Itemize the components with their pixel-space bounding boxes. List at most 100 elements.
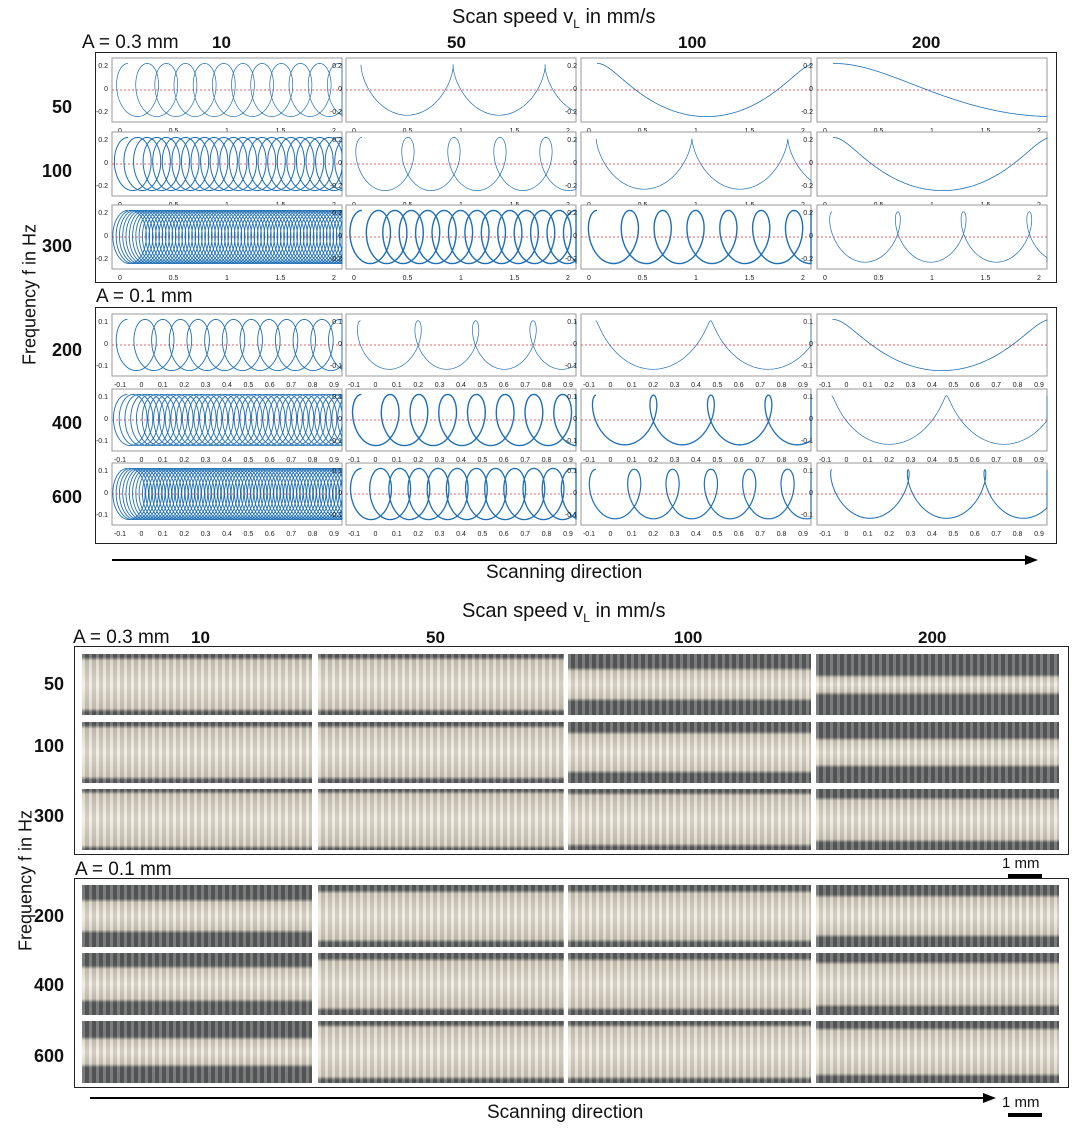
y-tick-label-6-1: 0 bbox=[573, 160, 577, 167]
x-tick-label-13-10: 0.9 bbox=[563, 382, 573, 389]
x-tick-label-14-3: 0.2 bbox=[648, 382, 658, 389]
x-tick-label-13-6: 0.5 bbox=[478, 382, 488, 389]
bottom-col-header-1: 10 bbox=[191, 628, 210, 647]
y-tick-label-9-1: 0 bbox=[338, 233, 342, 240]
weld-photo-17 bbox=[318, 953, 564, 1015]
weld-photo-4 bbox=[82, 722, 312, 783]
x-tick-label-17-4: 0.3 bbox=[435, 457, 445, 464]
y-tick-label-23-0: 0.1 bbox=[803, 468, 813, 475]
top-row-header-4: 200 bbox=[51, 340, 82, 360]
x-tick-label-12-5: 0.4 bbox=[222, 382, 232, 389]
trajectory-curve-18 bbox=[591, 394, 812, 446]
y-tick-label-19-2: -0.1 bbox=[801, 438, 813, 445]
bottom-col-header-3: 100 bbox=[674, 628, 703, 647]
y-tick-label-19-0: 0.1 bbox=[803, 394, 813, 401]
y-tick-label-12-2: -0.1 bbox=[96, 363, 108, 370]
y-tick-label-10-1: 0 bbox=[573, 233, 577, 240]
x-tick-label-13-3: 0.2 bbox=[413, 382, 423, 389]
x-tick-label-22-10: 0.9 bbox=[798, 531, 808, 538]
x-tick-label-23-0: -0.1 bbox=[819, 531, 831, 538]
x-tick-label-9-2: 1 bbox=[459, 275, 463, 282]
x-tick-label-20-2: 0.1 bbox=[158, 531, 168, 538]
trajectory-curve-21 bbox=[349, 467, 577, 521]
x-tick-label-22-3: 0.2 bbox=[648, 531, 658, 538]
x-tick-label-10-3: 1.5 bbox=[745, 275, 755, 282]
bottom-group-a-box bbox=[74, 646, 1069, 855]
x-tick-label-15-9: 0.8 bbox=[1013, 382, 1023, 389]
y-tick-label-10-2: -0.2 bbox=[565, 256, 577, 263]
y-tick-label-13-2: -0.1 bbox=[330, 363, 342, 370]
x-tick-label-23-9: 0.8 bbox=[1013, 531, 1023, 538]
x-tick-label-10-2: 1 bbox=[694, 275, 698, 282]
x-tick-label-15-4: 0.3 bbox=[906, 382, 916, 389]
x-tick-label-21-3: 0.2 bbox=[413, 531, 423, 538]
y-tick-label-22-1: 0 bbox=[573, 490, 577, 497]
x-tick-label-19-2: 0.1 bbox=[863, 457, 873, 464]
trajectory-curve-0 bbox=[116, 63, 343, 117]
y-tick-label-12-1: 0 bbox=[104, 341, 108, 348]
x-tick-label-11-3: 1.5 bbox=[981, 275, 991, 282]
y-tick-label-15-2: -0.1 bbox=[801, 363, 813, 370]
y-tick-label-14-1: 0 bbox=[573, 341, 577, 348]
x-tick-label-18-1: 0 bbox=[608, 457, 612, 464]
y-tick-label-0-1: 0 bbox=[104, 86, 108, 93]
trajectory-curve-22 bbox=[588, 468, 812, 520]
top-group-a-label: A = 0.3 mm bbox=[82, 32, 179, 53]
y-tick-label-6-2: -0.2 bbox=[565, 183, 577, 190]
y-tick-label-15-0: 0.1 bbox=[803, 319, 813, 326]
x-tick-label-8-1: 0.5 bbox=[169, 275, 179, 282]
trajectory-curve-13 bbox=[357, 320, 577, 370]
x-tick-label-13-8: 0.7 bbox=[520, 382, 530, 389]
x-tick-label-21-0: -0.1 bbox=[348, 531, 360, 538]
trajectory-curve-12 bbox=[115, 318, 343, 372]
x-tick-label-15-2: 0.1 bbox=[863, 382, 873, 389]
weld-photo-19 bbox=[816, 953, 1059, 1015]
y-tick-label-21-1: 0 bbox=[338, 490, 342, 497]
trajectory-curve-3 bbox=[833, 63, 1048, 117]
x-tick-label-13-4: 0.3 bbox=[435, 382, 445, 389]
weld-photo-3 bbox=[816, 654, 1059, 715]
x-tick-label-23-7: 0.6 bbox=[970, 531, 980, 538]
y-tick-label-8-2: -0.2 bbox=[96, 256, 108, 263]
y-tick-label-17-1: 0 bbox=[338, 416, 342, 423]
x-tick-label-16-2: 0.1 bbox=[158, 457, 168, 464]
y-tick-label-16-1: 0 bbox=[104, 416, 108, 423]
x-tick-label-16-4: 0.3 bbox=[201, 457, 211, 464]
trajectory-curve-16 bbox=[112, 393, 343, 447]
x-tick-label-18-2: 0.1 bbox=[627, 457, 637, 464]
x-tick-label-16-9: 0.8 bbox=[308, 457, 318, 464]
top-row-header-6: 600 bbox=[51, 487, 82, 507]
x-tick-label-14-0: -0.1 bbox=[583, 382, 595, 389]
bottom-title: Scan speed vL in mm/s bbox=[462, 600, 666, 625]
x-tick-label-19-9: 0.8 bbox=[1013, 457, 1023, 464]
top-col-header-4: 200 bbox=[912, 33, 941, 52]
bottom-group-b-box bbox=[74, 878, 1069, 1088]
x-tick-label-22-2: 0.1 bbox=[627, 531, 637, 538]
weld-photo-20 bbox=[82, 1021, 312, 1083]
x-tick-label-17-10: 0.9 bbox=[563, 457, 573, 464]
weld-photo-12 bbox=[82, 885, 312, 947]
x-tick-label-19-10: 0.9 bbox=[1034, 457, 1044, 464]
x-tick-label-11-2: 1 bbox=[930, 275, 934, 282]
weld-photo-15 bbox=[816, 885, 1059, 947]
x-tick-label-17-1: 0 bbox=[373, 457, 377, 464]
x-tick-label-8-4: 2 bbox=[332, 275, 336, 282]
trajectory-curve-17 bbox=[351, 393, 577, 447]
x-tick-label-10-0: 0 bbox=[587, 275, 591, 282]
bottom-col-header-4: 200 bbox=[918, 628, 947, 647]
y-tick-label-2-1: 0 bbox=[573, 86, 577, 93]
bottom-scale-a-label: 1 mm bbox=[1002, 855, 1040, 872]
x-tick-label-22-1: 0 bbox=[608, 531, 612, 538]
y-tick-label-16-0: 0.1 bbox=[98, 394, 108, 401]
bottom-row-header-1: 50 bbox=[43, 674, 64, 694]
trajectory-panel-21 bbox=[345, 462, 577, 526]
x-tick-label-14-6: 0.5 bbox=[713, 382, 723, 389]
x-tick-label-14-7: 0.6 bbox=[734, 382, 744, 389]
y-tick-label-1-0: 0.2 bbox=[332, 63, 342, 70]
x-tick-label-20-8: 0.7 bbox=[286, 531, 296, 538]
x-tick-label-16-6: 0.5 bbox=[244, 457, 254, 464]
trajectory-curve-8 bbox=[112, 209, 343, 265]
weld-photo-1 bbox=[318, 654, 564, 715]
x-tick-label-22-7: 0.6 bbox=[734, 531, 744, 538]
